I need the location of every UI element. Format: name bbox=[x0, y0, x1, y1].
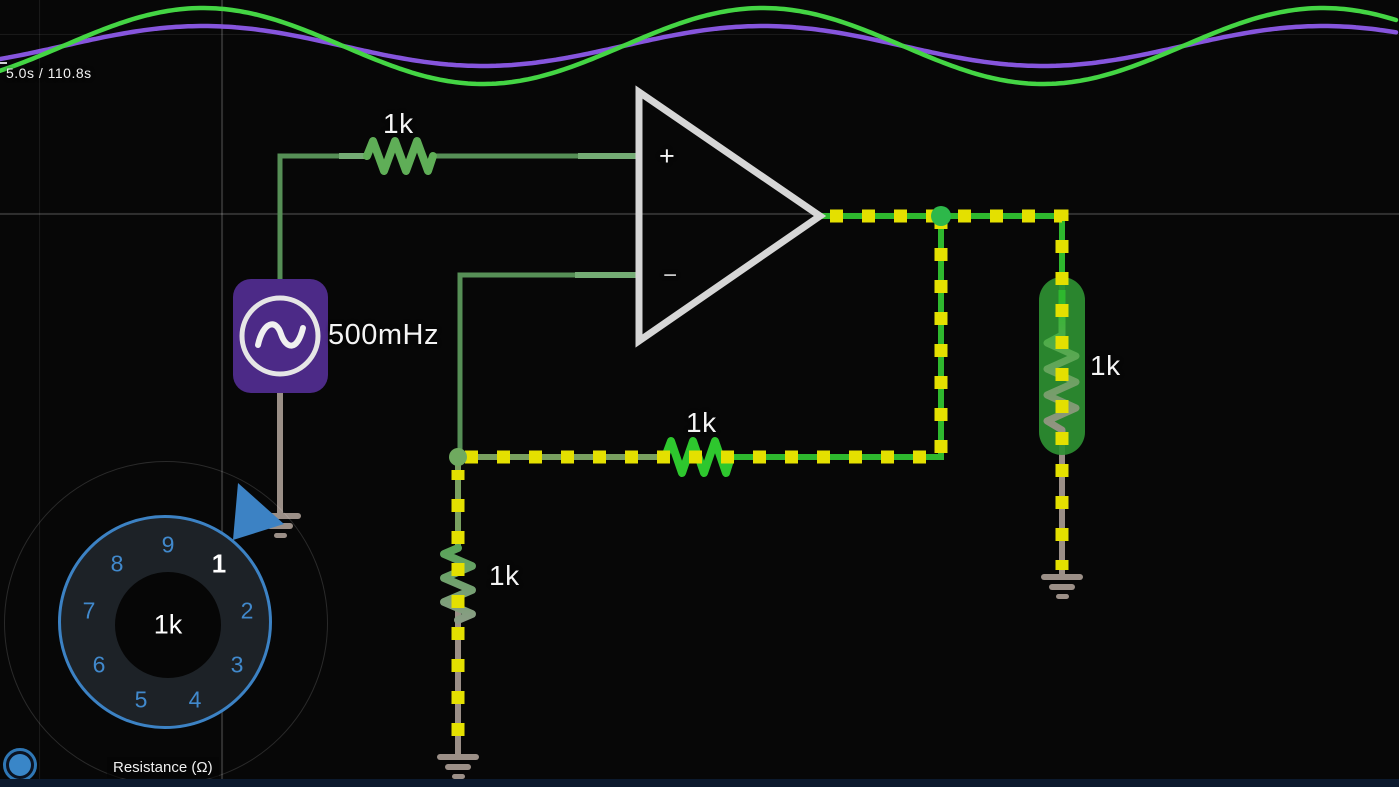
wave-input-purple bbox=[0, 23, 1399, 69]
current-flow-markers bbox=[451, 209, 1069, 750]
knob-hole bbox=[115, 572, 221, 678]
probe-dot-icon[interactable] bbox=[3, 748, 37, 782]
junction-output bbox=[931, 206, 951, 226]
opamp[interactable] bbox=[635, 85, 827, 348]
resistor-r4-label: 1k bbox=[1090, 350, 1121, 381]
resistor-r1-label: 1k bbox=[383, 108, 414, 139]
wire-minus-input-sense[interactable] bbox=[457, 272, 639, 457]
resistor-r2-label: 1k bbox=[686, 407, 717, 438]
sine-icon bbox=[255, 321, 306, 349]
ground-r4[interactable] bbox=[1041, 574, 1083, 599]
opamp-minus-label: − bbox=[663, 262, 678, 289]
knob-digit-5[interactable]: 5 bbox=[134, 686, 148, 713]
opamp-plus-label: + bbox=[659, 141, 676, 171]
resistance-knob[interactable]: 1 2 3 4 5 6 7 8 9 1k bbox=[58, 515, 272, 729]
knob-digit-1[interactable]: 1 bbox=[211, 548, 227, 579]
resistor-r3[interactable] bbox=[440, 544, 476, 624]
source-freq-label: 500mHz bbox=[328, 319, 439, 351]
knob-digit-6[interactable]: 6 bbox=[92, 651, 106, 678]
junction-inverting-node bbox=[449, 448, 467, 466]
knob-digit-2[interactable]: 2 bbox=[240, 597, 254, 624]
wire-opamp-output[interactable] bbox=[455, 213, 1065, 550]
knob-digit-9[interactable]: 9 bbox=[161, 531, 175, 558]
scope-time-tick bbox=[0, 62, 7, 64]
knob-digit-4[interactable]: 4 bbox=[188, 686, 202, 713]
knob-value: 1k bbox=[153, 609, 183, 640]
scope-time-label: 5.0s / 110.8s bbox=[6, 65, 92, 81]
resistor-r1[interactable] bbox=[363, 137, 437, 175]
knob-digit-7[interactable]: 7 bbox=[82, 597, 96, 624]
knob-digit-3[interactable]: 3 bbox=[230, 651, 244, 678]
oscilloscope-traces[interactable] bbox=[0, 0, 1399, 110]
resistor-r4[interactable] bbox=[1039, 277, 1085, 455]
knob-digit-8[interactable]: 8 bbox=[110, 550, 124, 577]
bottom-accent-bar bbox=[0, 779, 1399, 787]
wire-source-to-plus-input[interactable] bbox=[277, 153, 639, 280]
voltage-source[interactable] bbox=[233, 279, 328, 393]
resistance-knob-panel: 1 2 3 4 5 6 7 8 9 1k Resistance (Ω) bbox=[0, 455, 340, 787]
ground-r3[interactable] bbox=[437, 754, 479, 779]
wave-output-green bbox=[0, 5, 1399, 87]
resistor-r3-label: 1k bbox=[489, 560, 520, 591]
knob-caption: Resistance (Ω) bbox=[107, 757, 219, 778]
